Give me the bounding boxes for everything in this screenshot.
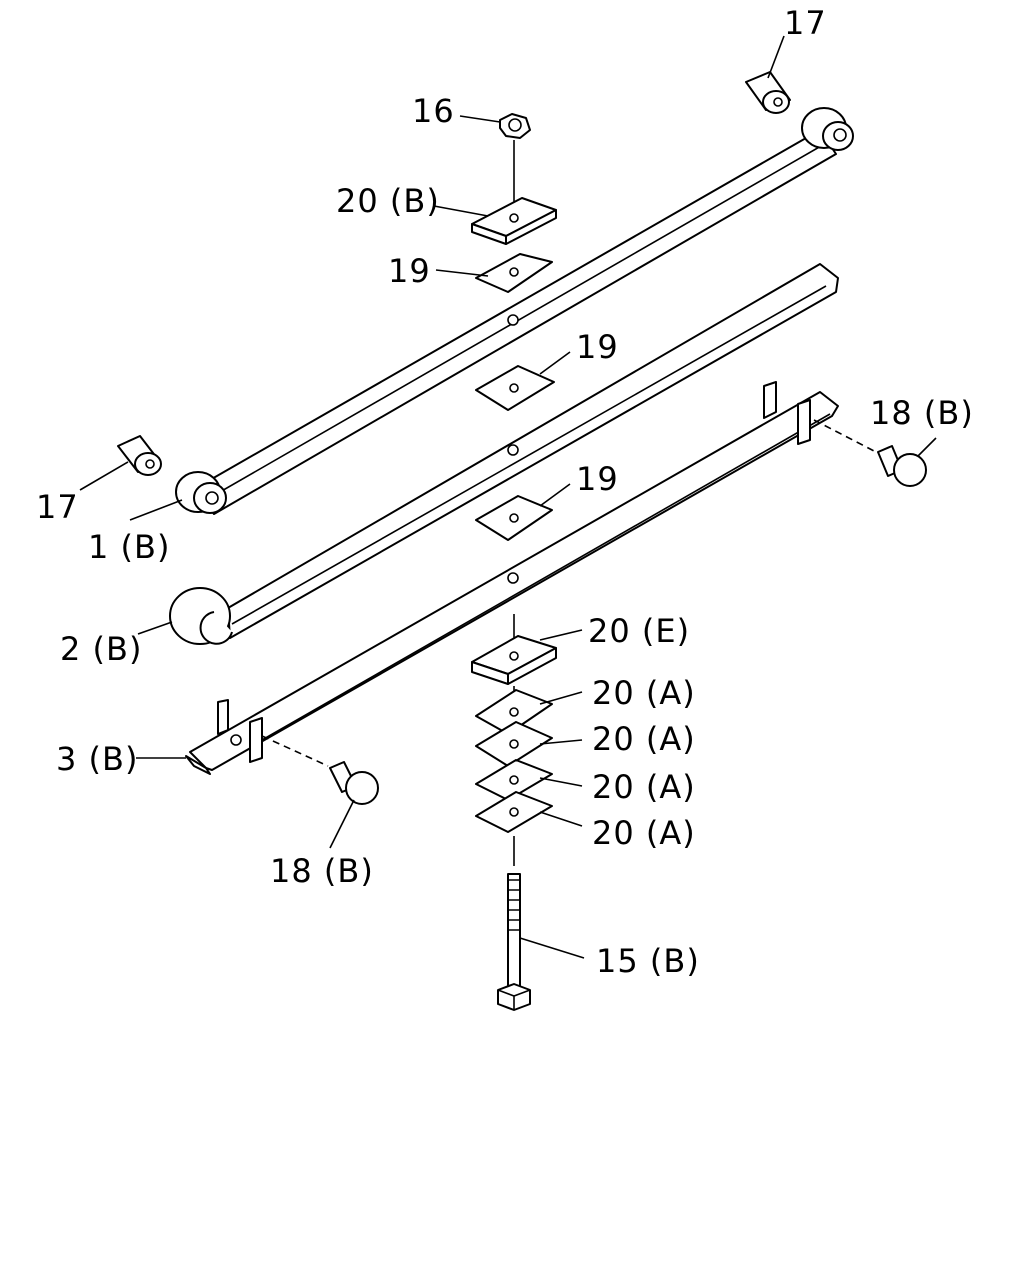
label-20a-1: 20 (A) [592,674,696,712]
clip-bolt-right [877,445,927,487]
leaf-2 [169,263,839,645]
label-18b-left: 18 (B) [270,852,374,890]
clip-bolt-left [329,761,379,805]
leaf-3 [185,381,839,775]
label-18b-right: 18 (B) [870,394,974,432]
label-3b: 3 (B) [56,740,138,778]
label-19-top: 19 [388,252,431,290]
label-17-left: 17 [36,488,79,526]
plate-20b [471,197,557,245]
label-20b: 20 (B) [336,182,440,220]
center-bolt-15b [497,873,531,1011]
label-19-low: 19 [576,460,619,498]
nut-16 [499,113,531,214]
label-15b: 15 (B) [596,942,700,980]
label-20a-2: 20 (A) [592,720,696,758]
label-16: 16 [412,92,455,130]
label-17-top: 17 [784,4,827,42]
label-20a-3: 20 (A) [592,768,696,806]
label-1b: 1 (B) [88,528,170,566]
label-20a-4: 20 (A) [592,814,696,852]
label-2b: 2 (B) [60,630,142,668]
label-20e: 20 (E) [588,612,690,650]
label-19-mid: 19 [576,328,619,366]
bushing-top [745,71,791,114]
bushing-left [117,435,162,476]
plate-20e [471,635,557,685]
leaf-1 [175,107,854,515]
